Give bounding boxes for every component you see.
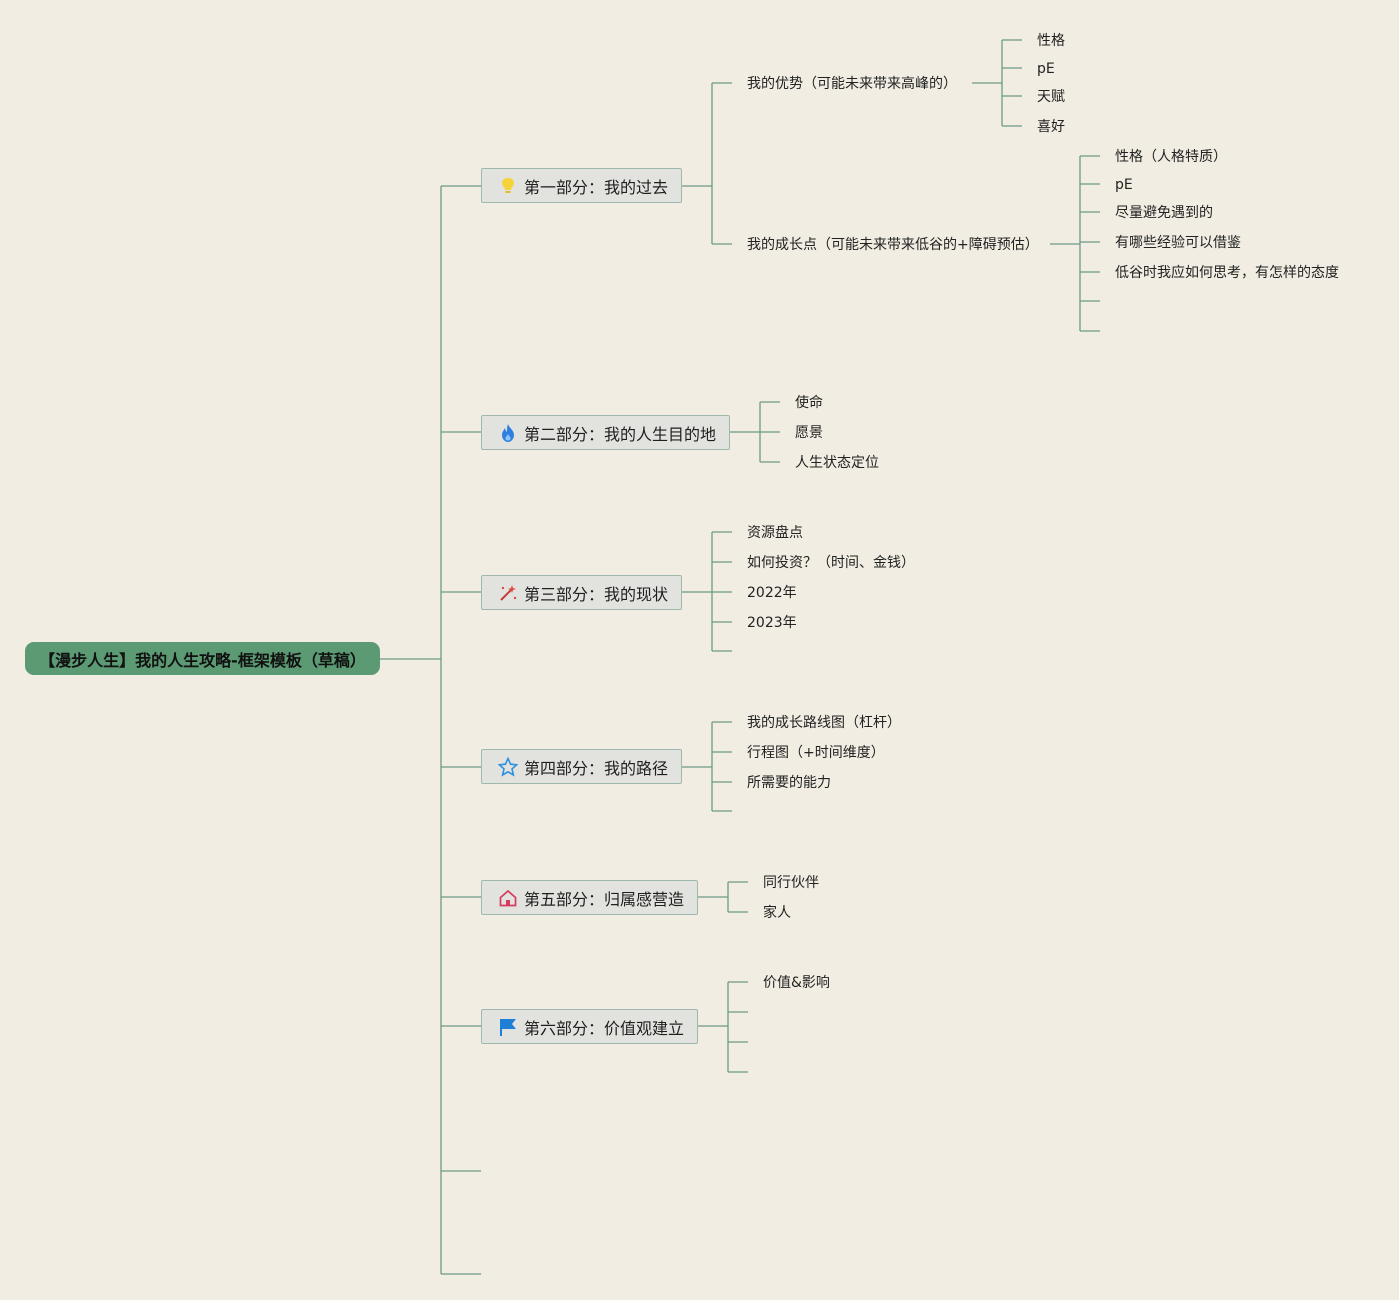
leaf-vision[interactable]: 愿景 [795,425,823,441]
subtopic-growth-points[interactable]: 我的成长点（可能未来带来低谷的+障碍预估） [747,237,1039,253]
flame-icon [498,423,518,443]
magic-wand-icon [498,583,518,603]
subtopic-strengths[interactable]: 我的优势（可能未来带来高峰的） [747,76,957,92]
leaf-strength-talent[interactable]: 天赋 [1037,89,1065,105]
leaf-resources[interactable]: 资源盘点 [747,525,803,541]
topic-section-2-label: 第二部分：我的人生目的地 [524,424,717,444]
home-icon [498,888,518,908]
flag-icon [498,1017,518,1037]
lightbulb-icon [498,176,518,196]
topic-section-3[interactable]: 第三部分：我的现状 [481,575,682,610]
leaf-value-impact[interactable]: 价值&影响 [763,975,830,991]
topic-section-4-label: 第四部分：我的路径 [524,758,669,778]
topic-section-5-label: 第五部分：归属感营造 [524,889,685,909]
topic-section-6-label: 第六部分：价值观建立 [524,1018,685,1038]
leaf-life-state[interactable]: 人生状态定位 [795,455,879,471]
leaf-growth-experience[interactable]: 有哪些经验可以借鉴 [1115,235,1241,251]
topic-section-5[interactable]: 第五部分：归属感营造 [481,880,698,915]
leaf-invest[interactable]: 如何投资？（时间、金钱） [747,555,915,571]
leaf-partners[interactable]: 同行伙伴 [763,875,819,891]
topic-section-1-label: 第一部分：我的过去 [524,177,669,197]
leaf-growth-low-point[interactable]: 低谷时我应如何思考，有怎样的态度 [1115,265,1339,281]
leaf-family[interactable]: 家人 [763,905,791,921]
root-topic[interactable]: 【漫步人生】我的人生攻略-框架模板（草稿） [25,642,380,675]
leaf-roadmap[interactable]: 我的成长路线图（杠杆） [747,715,901,731]
leaf-itinerary[interactable]: 行程图（+时间维度） [747,745,885,761]
leaf-strength-hobby[interactable]: 喜好 [1037,119,1065,135]
leaf-mission[interactable]: 使命 [795,395,823,411]
leaf-year-2023[interactable]: 2023年 [747,615,797,631]
topic-section-6[interactable]: 第六部分：价值观建立 [481,1009,698,1044]
star-icon [498,756,518,777]
leaf-growth-personality[interactable]: 性格（人格特质） [1115,149,1227,165]
leaf-strength-pe[interactable]: pE [1037,61,1055,77]
root-topic-label: 【漫步人生】我的人生攻略-框架模板（草稿） [39,650,366,670]
leaf-abilities[interactable]: 所需要的能力 [747,775,831,791]
topic-section-3-label: 第三部分：我的现状 [524,584,669,604]
topic-section-2[interactable]: 第二部分：我的人生目的地 [481,415,730,450]
topic-section-1[interactable]: 第一部分：我的过去 [481,168,682,203]
leaf-growth-avoid[interactable]: 尽量避免遇到的 [1115,205,1213,221]
leaf-growth-pe[interactable]: pE [1115,177,1133,193]
leaf-year-2022[interactable]: 2022年 [747,585,797,601]
topic-section-4[interactable]: 第四部分：我的路径 [481,749,682,784]
leaf-strength-personality[interactable]: 性格 [1037,33,1065,49]
